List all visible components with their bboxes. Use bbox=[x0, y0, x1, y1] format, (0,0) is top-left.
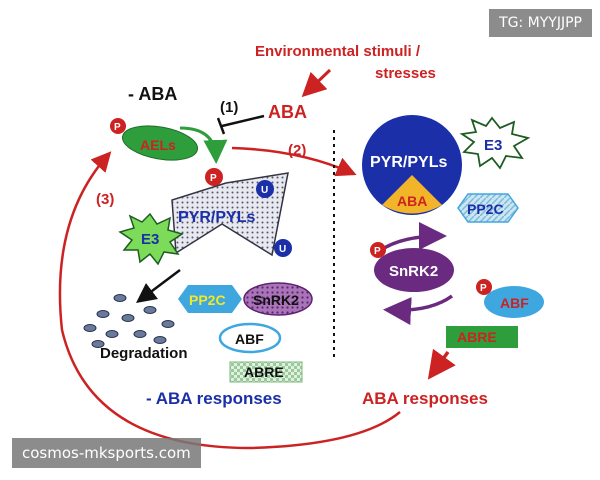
ubiquitin-2-label: U bbox=[279, 244, 286, 255]
abre-left bbox=[229, 361, 303, 383]
ubiquitin-1-label: U bbox=[261, 185, 268, 196]
feedback-arrow bbox=[58, 151, 401, 450]
aba-responses-label: ABA responses bbox=[362, 389, 488, 408]
abf-label-left: ABF bbox=[235, 331, 264, 347]
step-3-label: (3) bbox=[96, 191, 114, 208]
pyr-phospho bbox=[205, 168, 223, 186]
stimuli-arrow bbox=[301, 68, 332, 98]
snrk2-label-right: SnRK2 bbox=[389, 263, 438, 280]
stresses-label: stresses bbox=[375, 65, 436, 82]
abre-label-right: ABRE bbox=[457, 329, 497, 345]
pyr-pyls-label-left: PYR/PYLs bbox=[178, 209, 255, 226]
inhibition-bar bbox=[216, 117, 226, 135]
aba-bound bbox=[382, 175, 442, 214]
aels-phosphorylation-arrow bbox=[179, 126, 228, 164]
step-1-label: (1) bbox=[220, 99, 238, 116]
pp2c-left bbox=[178, 285, 242, 313]
snrk2-label-left: SnRK2 bbox=[253, 292, 299, 308]
step-2-arrow bbox=[231, 146, 357, 177]
aels-phospho bbox=[110, 118, 126, 134]
snrk2-right bbox=[374, 248, 454, 292]
ubiquitin-1 bbox=[256, 180, 274, 198]
aels-protein bbox=[121, 125, 199, 161]
abf-phospho bbox=[476, 279, 492, 295]
aels-phospho-label: P bbox=[114, 122, 121, 133]
minus-aba-label: - ABA bbox=[128, 84, 177, 104]
abre-label-left: ABRE bbox=[244, 364, 284, 380]
aba-label: ABA bbox=[268, 102, 307, 122]
snrk2-phospho-label: P bbox=[374, 246, 381, 257]
snrk2-left bbox=[243, 282, 313, 316]
snrk2-activation-arrow-bottom bbox=[383, 294, 454, 326]
pyr-pyls-receptor-right bbox=[362, 115, 462, 215]
minus-aba-responses-label: - ABA responses bbox=[146, 389, 282, 408]
degradation-arrow bbox=[136, 269, 181, 303]
snrk2-phospho bbox=[370, 242, 386, 258]
abf-phospho-label: P bbox=[480, 283, 487, 294]
pp2c-label-left: PP2C bbox=[189, 292, 226, 308]
degradation-fragments bbox=[83, 294, 175, 348]
pp2c-right bbox=[457, 193, 519, 223]
inhibition-line bbox=[221, 114, 265, 128]
degradation-label: Degradation bbox=[100, 345, 188, 362]
responses-arrow bbox=[427, 348, 456, 380]
ubiquitin-2 bbox=[274, 239, 292, 257]
abf-label-right: ABF bbox=[500, 295, 529, 311]
pyr-phospho-label: P bbox=[210, 173, 217, 184]
pp2c-label-right: PP2C bbox=[467, 201, 504, 217]
site-watermark-badge: cosmos-mksports.com bbox=[12, 438, 201, 468]
e3-ligase-right bbox=[459, 116, 531, 170]
abre-right bbox=[446, 326, 518, 348]
abf-right bbox=[484, 286, 544, 318]
tg-watermark-badge: TG: MYYJJPP bbox=[489, 9, 592, 37]
aba-bound-label: ABA bbox=[397, 193, 427, 209]
aels-label: AELs bbox=[140, 137, 176, 153]
e3-label-right: E3 bbox=[484, 137, 502, 154]
pyr-pyls-label-right: PYR/PYLs bbox=[370, 154, 447, 171]
abf-left bbox=[218, 322, 282, 354]
e3-ligase-left bbox=[118, 212, 184, 266]
e3-label-left: E3 bbox=[141, 231, 159, 248]
environmental-stimuli-label: Environmental stimuli / bbox=[255, 43, 421, 60]
